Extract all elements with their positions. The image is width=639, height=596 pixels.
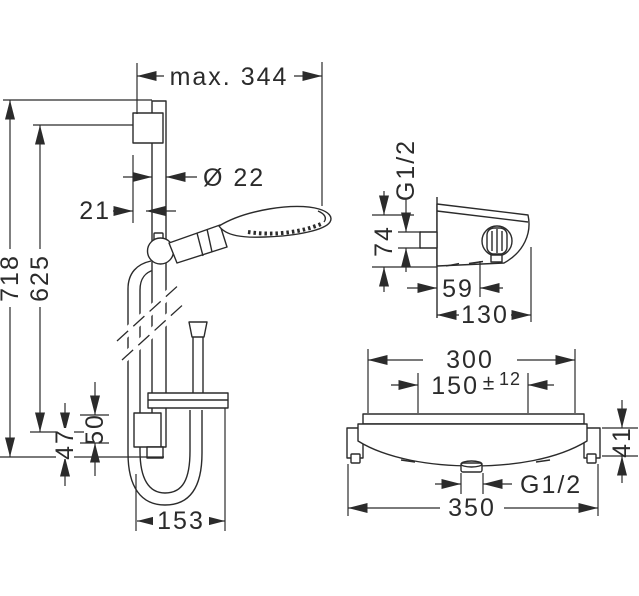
spray-face xyxy=(247,222,322,236)
shower-hose xyxy=(127,260,203,506)
dim-hole-distance: 625 xyxy=(26,254,54,302)
dim-tolerance-value: 12 xyxy=(499,369,521,389)
wall-connector xyxy=(419,231,438,249)
slider-holder xyxy=(146,232,175,265)
shelf-plate xyxy=(362,413,585,425)
dim-front-height: 41 xyxy=(608,426,636,458)
break-marks xyxy=(113,278,191,364)
dim-bracket-height: 50 xyxy=(81,413,109,445)
hand-shower xyxy=(168,205,332,264)
dim-max-width: max. 344 xyxy=(170,63,289,91)
bar-end-cap xyxy=(146,446,164,459)
thermostat-front-view xyxy=(346,413,601,473)
top-wall-bracket xyxy=(132,112,164,144)
valve-body-front xyxy=(357,423,588,467)
temperature-knob xyxy=(481,225,513,263)
dim-wall-offset: 21 xyxy=(79,197,111,225)
dim-body-width: 300 xyxy=(446,346,494,374)
left-view-dimensions: max. 344 718 625 47 50 21 Ø 22 xyxy=(0,62,323,535)
bottom-wall-bracket xyxy=(133,412,162,448)
dim-hose-loop-width: 153 xyxy=(157,507,205,535)
thermostat-side-view xyxy=(419,197,530,318)
dim-total-width: 350 xyxy=(448,494,496,522)
bottom-outlet xyxy=(460,460,483,473)
shower-head xyxy=(218,205,332,238)
dim-bar-diameter: Ø 22 xyxy=(203,164,265,192)
dim-side-height: 74 xyxy=(370,225,398,257)
dim-bar-length: 718 xyxy=(0,254,24,302)
dim-outlet-thread: G1/2 xyxy=(520,471,582,499)
dim-side-thread: G1/2 xyxy=(392,139,420,201)
side-view-dimensions: G1/2 74 59 130 xyxy=(370,139,532,329)
dim-connection-distance: 150 xyxy=(431,372,479,400)
dim-total-depth: 130 xyxy=(461,301,509,329)
soap-shelf xyxy=(147,392,229,409)
front-view-dimensions: 300 150 ± 12 41 G1/2 350 xyxy=(347,346,638,522)
hose-connector-stub xyxy=(188,321,208,393)
wall-bar-assembly xyxy=(113,100,332,506)
dim-tolerance-sign: ± xyxy=(483,372,496,395)
dim-handle-distance: 59 xyxy=(442,275,474,303)
dim-lower-offset: 47 xyxy=(51,428,79,460)
